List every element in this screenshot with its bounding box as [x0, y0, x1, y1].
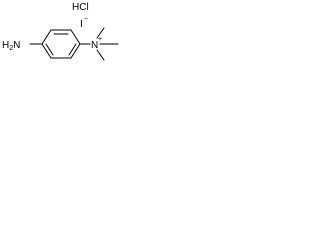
counter-ion-charge: − [84, 16, 88, 23]
methyl-bond-down [96, 49, 105, 61]
amino-subscript: 2 [9, 45, 13, 52]
ring-bond-1 [41, 29, 52, 45]
cation-n-label: N [91, 40, 98, 51]
amino-group-label: H2N [2, 40, 20, 52]
counter-ion-label: I [80, 19, 83, 30]
ring-bond-6 [41, 43, 52, 59]
cation-charge: + [98, 36, 102, 43]
amino-n: N [13, 40, 20, 51]
ring-bond-3 [70, 29, 81, 45]
ring-bond-4 [70, 43, 81, 59]
ring-double-bond-left [45, 43, 54, 56]
ring-double-bond-right [68, 43, 77, 56]
chemical-structure: HCl I − H2N N + [2, 2, 119, 61]
amino-h: H [2, 40, 9, 51]
methyl-bond-up [96, 27, 105, 39]
salt-label: HCl [72, 2, 89, 13]
